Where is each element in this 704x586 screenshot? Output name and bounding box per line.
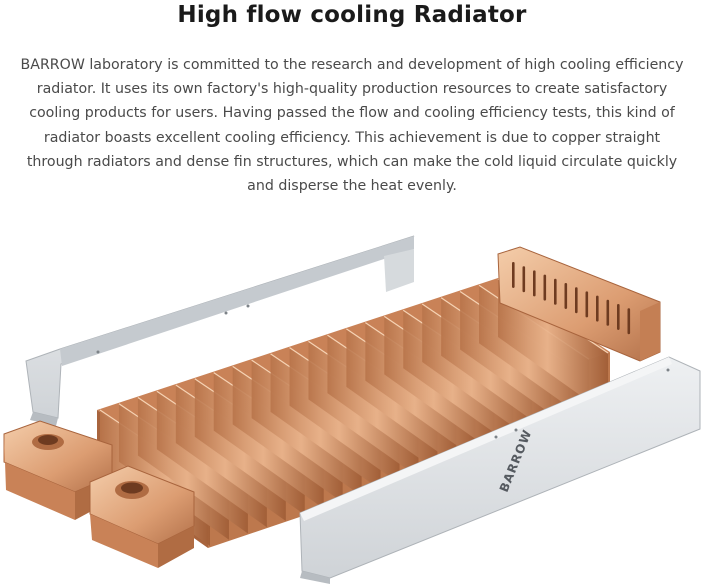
tank-slot bbox=[627, 308, 631, 335]
copper-end-tank-right bbox=[497, 246, 661, 362]
tank-slot bbox=[543, 274, 547, 301]
tank-slot bbox=[533, 270, 536, 297]
top-steel-bracket bbox=[25, 235, 415, 426]
page-title: High flow cooling Radiator bbox=[177, 2, 527, 28]
tank-slot bbox=[575, 287, 578, 314]
radiator-exploded-illustration: BARROW bbox=[3, 235, 701, 584]
bottom-steel-bracket: BARROW bbox=[299, 356, 701, 584]
tank-slot bbox=[596, 295, 599, 322]
tank-slot bbox=[606, 299, 610, 326]
tank-slot bbox=[512, 262, 515, 288]
tank-slot bbox=[585, 291, 589, 318]
copper-inlet-block bbox=[89, 465, 195, 568]
tank-slot bbox=[617, 304, 620, 330]
description-text: BARROW laboratory is committed to the re… bbox=[20, 57, 684, 195]
tank-slot bbox=[554, 278, 557, 305]
tank-slot bbox=[522, 266, 526, 293]
tank-slot bbox=[564, 283, 568, 309]
